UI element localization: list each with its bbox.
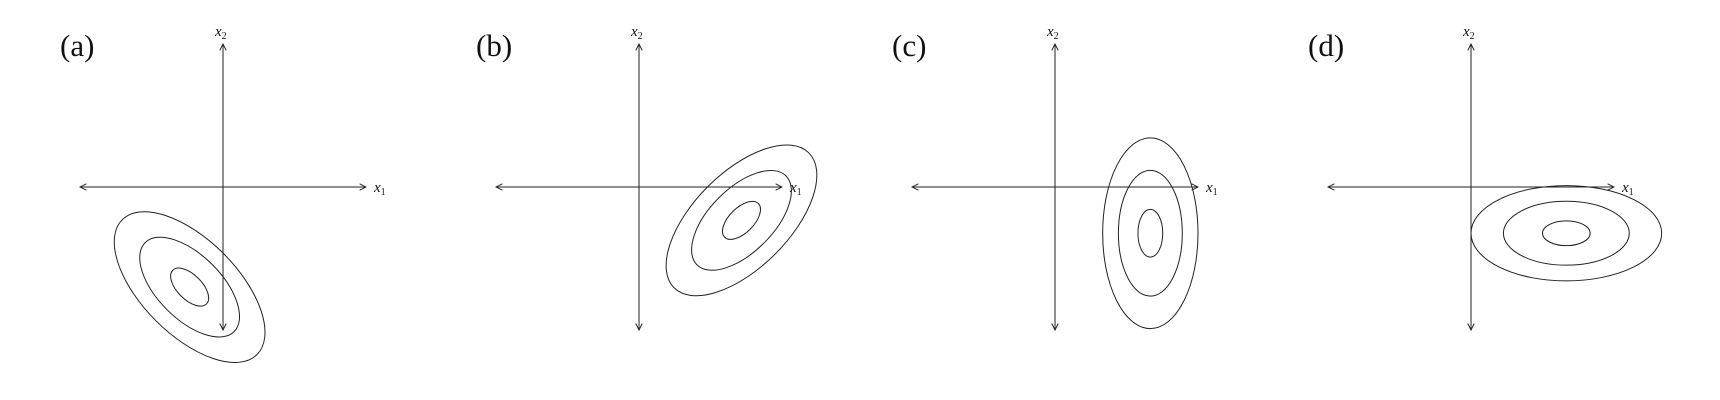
x1-axis-label: x1 [1205, 180, 1218, 198]
contour-middle [691, 169, 792, 271]
contour-outer [1470, 185, 1663, 282]
panel-c: (c) x1 x2 [892, 24, 1218, 330]
contour-inner [721, 200, 761, 240]
x2-axis-label: x2 [630, 24, 643, 42]
panel-d: (d) x1 x2 [1308, 24, 1663, 330]
panel-b: (b) x1 x2 [476, 24, 818, 330]
panel-a: (a) x1 x2 [60, 24, 386, 363]
x2-axis-label: x2 [1462, 24, 1475, 42]
x1-axis-label: x1 [373, 180, 386, 198]
contour-middle [1502, 200, 1630, 266]
panel-label: (d) [1308, 28, 1344, 63]
contour-outer [113, 211, 266, 363]
contour-inner [1137, 208, 1164, 258]
x1-axis-label: x1 [789, 180, 802, 198]
panel-label: (c) [892, 28, 926, 63]
x2-axis-label: x2 [1046, 24, 1059, 42]
contour-outer [1102, 137, 1199, 330]
x1-axis-label: x1 [1621, 180, 1634, 198]
panel-label: (a) [60, 28, 94, 63]
contour-inner [170, 267, 210, 307]
contour-inner [1542, 220, 1591, 247]
contour-middle [139, 236, 241, 338]
panel-label: (b) [476, 28, 512, 63]
contour-middle [1117, 169, 1183, 297]
x2-axis-label: x2 [214, 24, 227, 42]
contour-outer [665, 144, 818, 297]
